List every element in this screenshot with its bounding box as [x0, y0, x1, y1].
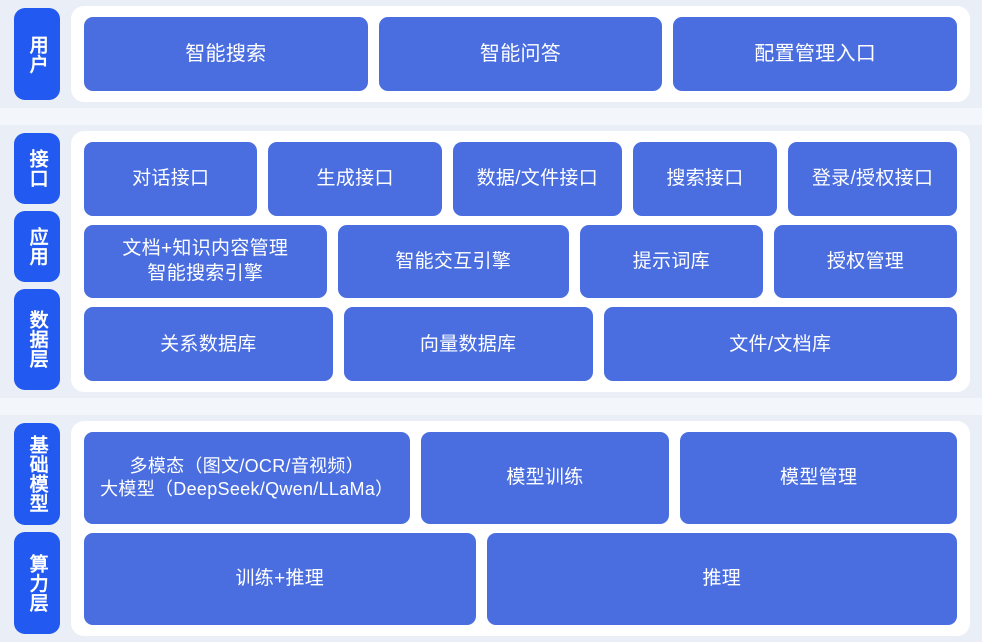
- layer-tab-data[interactable]: 数据层: [14, 289, 60, 390]
- section-base: 基础模型 算力层 多模态（图文/OCR/音视频） 大模型（DeepSeek/Qw…: [0, 415, 982, 642]
- section-user-tab-rail: 用户: [14, 6, 60, 102]
- section-middle-tab-rail: 接口 应用 数据层: [14, 131, 60, 392]
- box-training-and-inference[interactable]: 训练+推理: [84, 533, 476, 625]
- section-middle: 接口 应用 数据层 对话接口 生成接口 数据/文件接口 搜索接口 登录/授权接口…: [0, 125, 982, 398]
- box-inference[interactable]: 推理: [486, 533, 957, 625]
- section-user-panel: 智能搜索 智能问答 配置管理入口: [71, 6, 970, 102]
- section-user: 用户 智能搜索 智能问答 配置管理入口: [0, 0, 982, 108]
- box-prompt-library[interactable]: 提示词库: [579, 224, 763, 299]
- layer-tab-user[interactable]: 用户: [14, 8, 60, 100]
- data-row: 关系数据库 向量数据库 文件/文档库: [84, 307, 957, 382]
- box-generation-api[interactable]: 生成接口: [268, 142, 442, 216]
- box-file-document-store[interactable]: 文件/文档库: [603, 307, 957, 382]
- application-row: 文档+知识内容管理 智能搜索引擎 智能交互引擎 提示词库 授权管理: [84, 224, 957, 299]
- box-model-training[interactable]: 模型训练: [420, 432, 670, 524]
- box-authorization-management[interactable]: 授权管理: [773, 224, 957, 299]
- box-relational-database[interactable]: 关系数据库: [84, 307, 333, 382]
- box-data-file-api[interactable]: 数据/文件接口: [452, 142, 622, 216]
- section-divider-2: [0, 398, 982, 415]
- section-base-panel: 多模态（图文/OCR/音视频） 大模型（DeepSeek/Qwen/LLaMa）…: [71, 421, 970, 636]
- box-model-management[interactable]: 模型管理: [680, 432, 957, 524]
- model-row: 多模态（图文/OCR/音视频） 大模型（DeepSeek/Qwen/LLaMa）…: [84, 432, 957, 524]
- section-base-tab-rail: 基础模型 算力层: [14, 421, 60, 636]
- box-dialog-api[interactable]: 对话接口: [84, 142, 258, 216]
- box-doc-knowledge-management[interactable]: 文档+知识内容管理 智能搜索引擎: [84, 224, 327, 299]
- box-search-api[interactable]: 搜索接口: [632, 142, 778, 216]
- box-smart-interaction-engine[interactable]: 智能交互引擎: [337, 224, 569, 299]
- section-divider-1: [0, 108, 982, 125]
- box-config-management-entry[interactable]: 配置管理入口: [673, 17, 958, 91]
- section-middle-panel: 对话接口 生成接口 数据/文件接口 搜索接口 登录/授权接口 文档+知识内容管理…: [71, 131, 970, 392]
- box-vector-database[interactable]: 向量数据库: [343, 307, 593, 382]
- user-row: 智能搜索 智能问答 配置管理入口: [84, 17, 958, 91]
- layer-tab-interface[interactable]: 接口: [14, 133, 60, 205]
- box-login-auth-api[interactable]: 登录/授权接口: [788, 142, 957, 216]
- box-smart-qa[interactable]: 智能问答: [378, 17, 663, 91]
- compute-row: 训练+推理 推理: [84, 533, 957, 625]
- interface-row: 对话接口 生成接口 数据/文件接口 搜索接口 登录/授权接口: [84, 142, 957, 216]
- layer-tab-application[interactable]: 应用: [14, 211, 60, 283]
- box-smart-search[interactable]: 智能搜索: [84, 17, 368, 91]
- layer-tab-compute[interactable]: 算力层: [14, 532, 60, 634]
- layer-tab-foundation-model[interactable]: 基础模型: [14, 423, 60, 525]
- box-multimodal-large-model[interactable]: 多模态（图文/OCR/音视频） 大模型（DeepSeek/Qwen/LLaMa）: [84, 432, 410, 524]
